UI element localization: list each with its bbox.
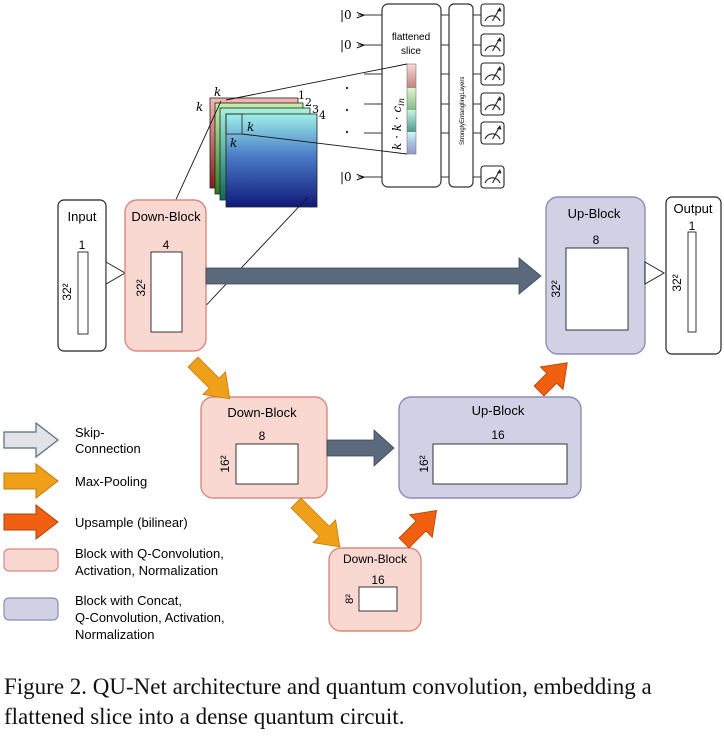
down-block-2-channels: 8 [259,429,266,443]
measurement-icon [480,3,505,27]
up-block-1: Up-Block 8 32² [545,196,646,355]
up-block-2-size: 16² [417,455,431,472]
measurement-column [480,3,505,189]
down-block-1: Down-Block 4 32² [124,199,207,352]
up-block-1-size: 32² [549,280,563,297]
legend-skip-label: Connection [75,441,141,456]
ket-label: |0 > [340,8,366,22]
ket-label: |0 > [340,170,366,184]
input-channels: 1 [79,238,86,252]
output-block: Output 1 32² [665,196,722,355]
slice-formula: k · k · cin [390,98,406,150]
legend-maxpool-label: Max-Pooling [75,474,147,489]
input-arrow [105,261,126,285]
input-title: Input [68,209,97,224]
upsample-arrow-2 [533,362,568,397]
legend-skip-label: Skip- [75,425,105,440]
figure-caption: Figure 2. QU-Net architecture and quantu… [4,674,652,729]
legend-up-block-label: Block with Concat, [75,593,182,608]
down-block-2-size: 16² [218,455,232,472]
channel-index: 4 [319,109,326,122]
down-block-3: Down-Block 16 8² [328,547,422,632]
down-block-3-size: 8² [344,594,356,604]
output-title: Output [673,201,712,216]
up-block-2: Up-Block 16 16² [398,396,582,499]
maxpool-arrow-2 [290,497,341,548]
measurement-icon [480,165,505,189]
channel-index: 1 [298,89,305,102]
down-block-1-channels: 4 [163,238,170,252]
quantum-circuit: |0 > |0 > |0 > flattened slice k · k · c… [340,3,505,189]
down-block-1-title: Down-Block [131,209,201,224]
legend-upsample-label: Upsample (bilinear) [75,515,188,530]
legend-down-block-label: Activation, Normalization [75,563,218,578]
legend-up-block-label: Q-Convolution, Activation, [75,610,225,625]
entangling-layers-box [448,3,474,188]
down-block-1-size: 32² [134,279,148,296]
up-block-1-title: Up-Block [568,206,621,221]
upsample-arrow-1 [398,509,438,549]
flattened-label: flattened [392,32,430,43]
legend: Skip- Connection Max-Pooling Upsample (b… [3,421,225,642]
measurement-icon [480,92,505,116]
channel-index: 2 [305,96,312,109]
legend-upsample-icon [3,503,59,541]
down-block-2-tensor [235,443,299,485]
down-block-2: Down-Block 8 16² [200,396,328,499]
legend-skip-icon [3,421,59,459]
kernel-k-label: k [230,136,237,150]
kernel-k-label: k [247,120,254,134]
flattened-strip [406,63,417,155]
skip-connection-arrow-middle [326,429,395,467]
down-block-2-title: Down-Block [227,405,297,420]
down-block-3-channels: 16 [371,573,385,587]
legend-down-block-label: Block with Q-Convolution, [75,546,224,561]
channel-index: 3 [312,103,319,116]
legend-maxpool-icon [3,462,59,500]
input-size: 32² [60,283,74,300]
kernel-k-label: k [214,85,221,99]
entangling-layers-label: StronglyEntanglingLayers [460,77,466,145]
legend-up-block-swatch [3,597,59,621]
down-block-3-tensor [358,586,398,612]
maxpool-arrow-1 [187,356,231,400]
vertical-dots [345,86,349,134]
up-block-2-channels: 16 [491,428,505,442]
qubit-wires [358,14,481,178]
kernel-window [225,113,243,135]
kernel-stack: k k k k 1 2 3 4 [151,63,408,332]
measurement-icon [480,62,505,86]
legend-up-block-label: Normalization [75,627,154,642]
output-size: 32² [670,274,684,291]
output-arrow [644,261,665,285]
measurement-icon [480,121,505,145]
down-block-1-tensor [150,251,183,333]
legend-down-block-swatch [3,548,59,572]
up-block-2-tensor [432,443,568,485]
up-block-2-title: Up-Block [472,403,525,418]
measurement-icon [480,33,505,57]
ket-label: |0 > [340,38,366,52]
kernel-k-label: k [196,100,203,114]
down-block-3-title: Down-Block [343,552,408,566]
input-tensor [77,251,89,335]
qu-net-diagram: |0 > |0 > |0 > flattened slice k · k · c… [3,3,722,642]
skip-connection-arrow-top [205,257,542,295]
output-tensor [687,231,697,333]
input-block: Input 1 32² [57,199,107,352]
output-channels: 1 [689,219,696,233]
up-block-1-channels: 8 [593,233,600,247]
slice-label: slice [401,46,421,57]
channel-slice-4 [225,113,318,208]
up-block-1-tensor [565,247,629,331]
